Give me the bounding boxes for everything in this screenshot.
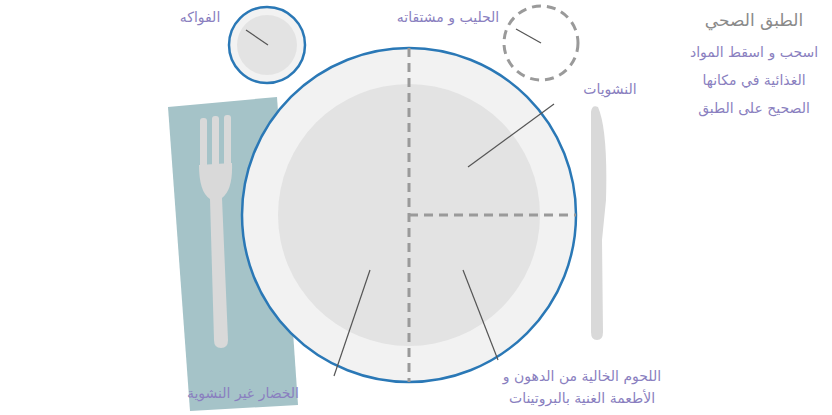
knife (591, 106, 606, 340)
milk-cup (504, 6, 578, 80)
fork (199, 115, 232, 348)
section-divider (409, 214, 576, 217)
leader-line (334, 270, 370, 376)
leader-line (246, 30, 268, 45)
fruit-bowl-inner (237, 15, 297, 75)
leader-lines (246, 29, 554, 376)
leader-line (463, 270, 498, 360)
leader-line (468, 104, 554, 167)
food-group-label: اللحوم الخالية من الدهون و الأطعمة الغني… (482, 365, 682, 409)
food-group-label: النشويات (555, 78, 665, 100)
leader-line (516, 29, 541, 43)
food-group-label: الخضار غير النشوية (153, 382, 333, 404)
diagram-title: الطبق الصحي (679, 8, 829, 32)
instruction-text: اسحب و اسقط المواد الغذائية في مكانها ال… (679, 38, 829, 122)
food-group-label: الحليب و مشتقاته (383, 6, 513, 28)
plate (242, 48, 576, 382)
fruit-bowl (229, 7, 305, 83)
food-group-label: الفواكه (160, 6, 240, 28)
